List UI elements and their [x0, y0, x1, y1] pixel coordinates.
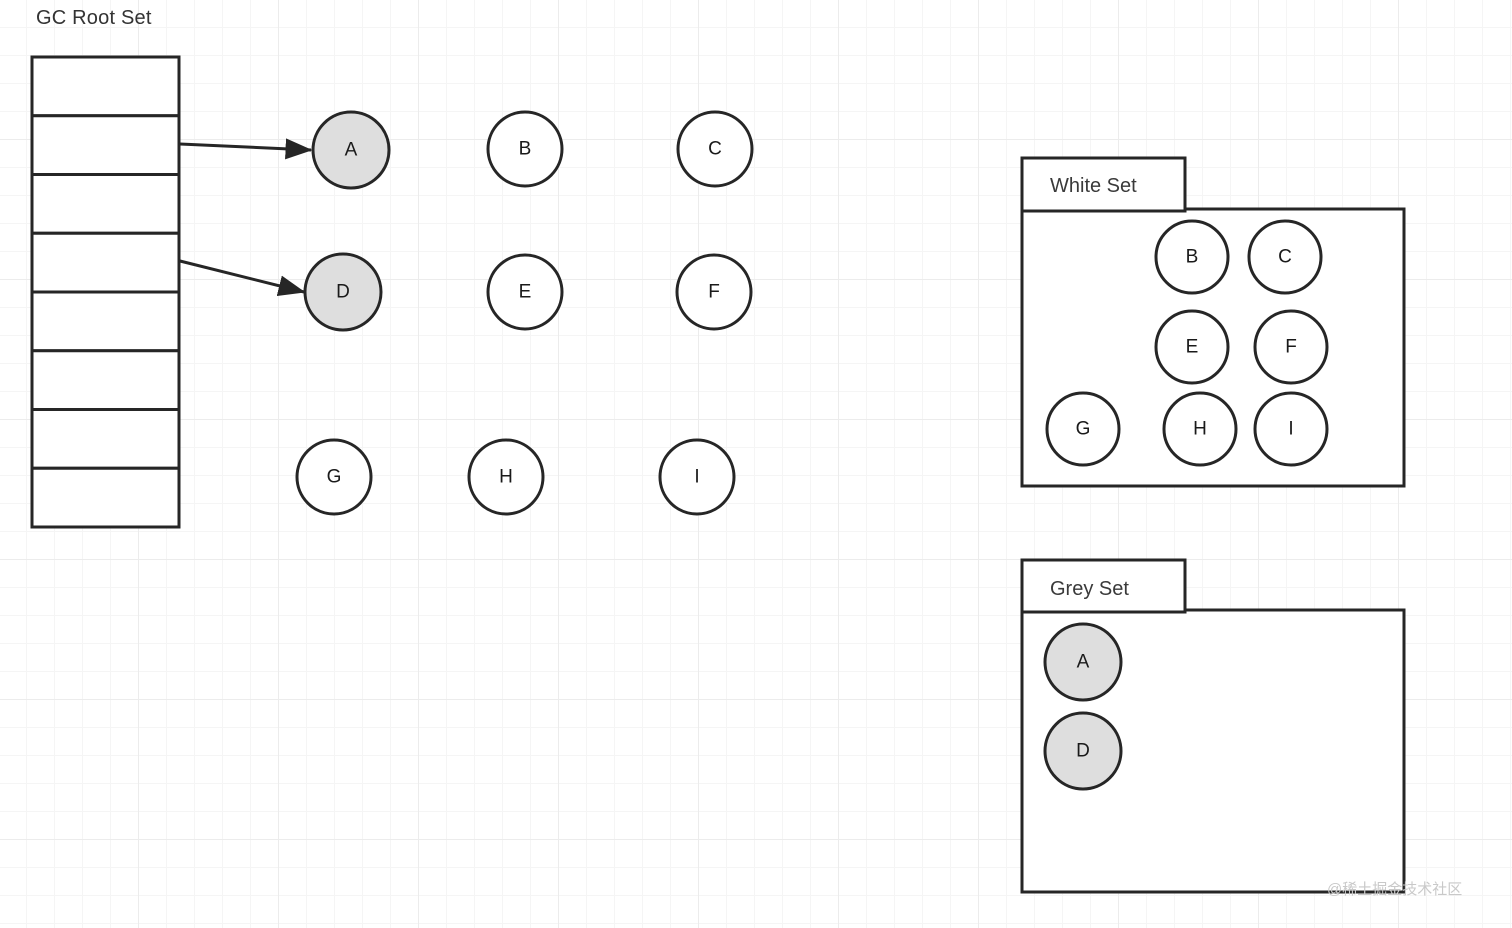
gc-root-slot — [30, 408, 181, 470]
white-set-node-label-g: G — [1076, 419, 1091, 440]
white-set-node-c — [1247, 219, 1323, 295]
arrow-root-to-a — [179, 138, 313, 160]
heap-node-label-i: I — [694, 467, 699, 488]
white-set-node-label-e: E — [1186, 337, 1199, 358]
white-set-node-i — [1253, 391, 1329, 467]
gc-root-slot — [30, 231, 181, 294]
heap-node-label-b: B — [519, 139, 532, 160]
heap-node-i — [658, 438, 736, 516]
white-set-node-h — [1162, 391, 1238, 467]
heap-node-e — [486, 253, 564, 331]
heap-node-label-f: F — [708, 282, 720, 303]
watermark-text: @稀土掘金技术社区 — [1327, 881, 1463, 898]
white-set-node-e — [1154, 309, 1230, 385]
white-set-tab — [1020, 156, 1187, 213]
white-set-node-label-f: F — [1285, 337, 1297, 358]
white-set-node-g — [1045, 391, 1121, 467]
heap-node-label-a: A — [345, 140, 358, 161]
gc-root-set-label: GC Root Set — [36, 7, 152, 29]
white-set-node-label-i: I — [1288, 419, 1293, 440]
white-set-node-label-h: H — [1193, 419, 1207, 440]
heap-node-a — [311, 110, 391, 190]
heap-node-b — [486, 110, 564, 188]
gc-root-slot — [30, 114, 181, 176]
gc-root-slot — [30, 55, 181, 118]
grey-set-node-d — [1043, 711, 1123, 791]
heap-node-label-g: G — [327, 467, 342, 488]
grey-set-node-a — [1043, 622, 1123, 702]
heap-node-label-h: H — [499, 467, 513, 488]
white-set-node-label-b: B — [1186, 247, 1199, 268]
grey-set-title: Grey Set — [1050, 578, 1129, 600]
heap-node-g — [295, 438, 373, 516]
gc-root-slot — [30, 173, 181, 235]
heap-node-c — [676, 110, 754, 188]
gc-root-slot — [30, 349, 181, 411]
heap-node-label-c: C — [708, 139, 722, 160]
heap-node-label-e: E — [519, 282, 532, 303]
grey-set-tab — [1020, 558, 1187, 614]
heap-node-h — [467, 438, 545, 516]
grey-set-node-label-d: D — [1076, 741, 1090, 762]
heap-node-label-d: D — [336, 282, 350, 303]
white-set-title: White Set — [1050, 175, 1137, 197]
white-set-node-f — [1253, 309, 1329, 385]
arrow-root-to-d — [179, 259, 306, 297]
heap-node-f — [675, 253, 753, 331]
heap-node-d — [303, 252, 383, 332]
white-set-node-b — [1154, 219, 1230, 295]
white-set-node-label-c: C — [1278, 247, 1292, 268]
grey-set-node-label-a: A — [1077, 652, 1090, 673]
gc-root-slot — [30, 290, 181, 353]
gc-root-slot — [30, 466, 181, 529]
